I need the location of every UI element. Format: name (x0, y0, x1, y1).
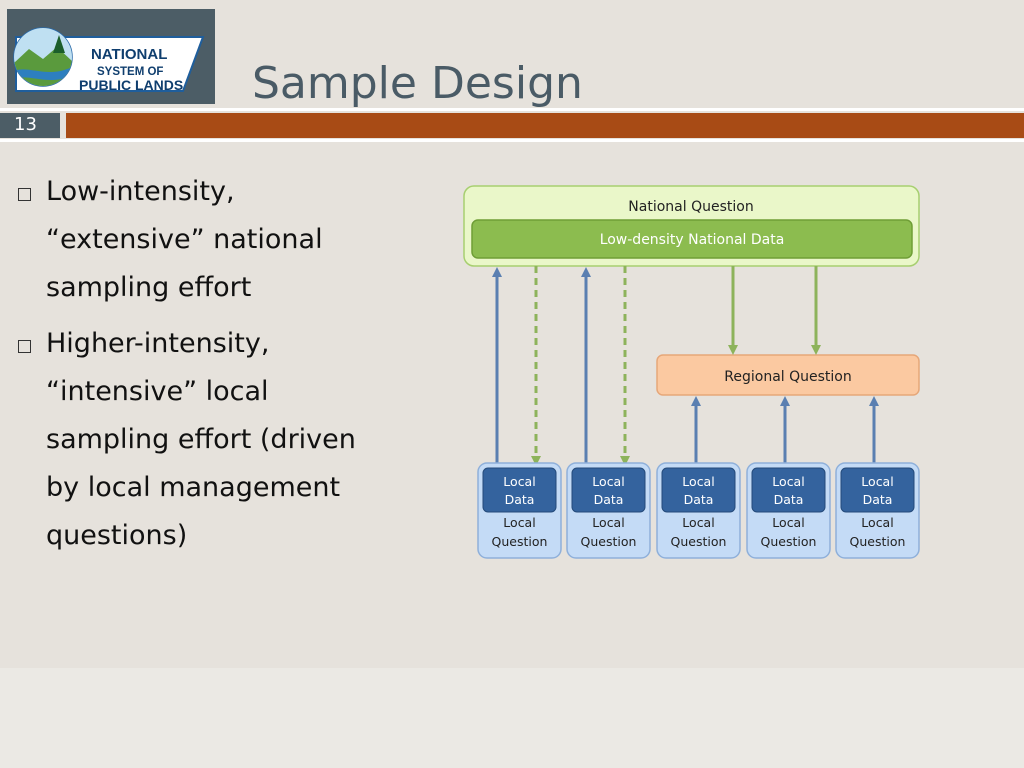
local-data-label: Local (592, 474, 624, 489)
local-question-label: Question (492, 534, 548, 549)
local-data-label: Local (682, 474, 714, 489)
local-question-label: Question (581, 534, 637, 549)
regional-question-label: Regional Question (724, 369, 851, 385)
local-data-label: Local (772, 474, 804, 489)
slide-number-box (0, 113, 60, 138)
local-question-label: Question (671, 534, 727, 549)
national-question-label: National Question (628, 199, 753, 215)
local-data-label: Data (594, 492, 624, 507)
divider-bottom (0, 139, 1024, 142)
local-question-label: Local (772, 515, 804, 530)
local-data-label: Local (861, 474, 893, 489)
local-unit-1: Local Data Local Question (477, 462, 562, 559)
local-question-label: Local (503, 515, 535, 530)
diagram-svg: National Question Low-density National D… (463, 185, 920, 559)
local-unit-5: Local Data Local Question (835, 462, 920, 559)
local-question-label: Question (850, 534, 906, 549)
national-data-box (471, 219, 913, 259)
local-unit-2: Local Data Local Question (566, 462, 651, 559)
slide-number: 13 (14, 114, 37, 135)
local-data-label: Data (505, 492, 535, 507)
local-unit-4: Local Data Local Question (746, 462, 831, 559)
local-question-label: Question (761, 534, 817, 549)
blm-logo: NATIONAL SYSTEM OF PUBLIC LANDS (7, 9, 215, 104)
local-unit-3: Local Data Local Question (656, 462, 741, 559)
bullet-text: Low-intensity, “extensive” national samp… (46, 176, 323, 303)
bullet-text: Higher-intensity, “intensive” local samp… (46, 328, 356, 551)
regional-question-box (656, 354, 920, 396)
square-bullet-icon (18, 340, 31, 353)
national-data-label: Low-density National Data (600, 232, 785, 248)
local-data-label: Data (684, 492, 714, 507)
slide-title: Sample Design (252, 58, 583, 109)
bullet-item: Low-intensity, “extensive” national samp… (14, 168, 394, 312)
accent-bar (66, 113, 1024, 138)
bullet-item: Higher-intensity, “intensive” local samp… (14, 320, 394, 560)
local-data-label: Data (774, 492, 804, 507)
local-question-label: Local (682, 515, 714, 530)
logo-line-1: NATIONAL (91, 46, 167, 63)
logo-line-2: SYSTEM OF (97, 66, 163, 78)
divider-top (0, 108, 1024, 111)
local-question-label: Local (861, 515, 893, 530)
local-data-label: Local (503, 474, 535, 489)
local-data-label: Data (863, 492, 893, 507)
square-bullet-icon (18, 188, 31, 201)
bullet-list: Low-intensity, “extensive” national samp… (14, 168, 394, 568)
local-question-label: Local (592, 515, 624, 530)
sample-design-diagram: National Question Low-density National D… (460, 180, 930, 574)
bottom-band (0, 668, 1024, 768)
logo-line-3: PUBLIC LANDS (79, 77, 183, 93)
